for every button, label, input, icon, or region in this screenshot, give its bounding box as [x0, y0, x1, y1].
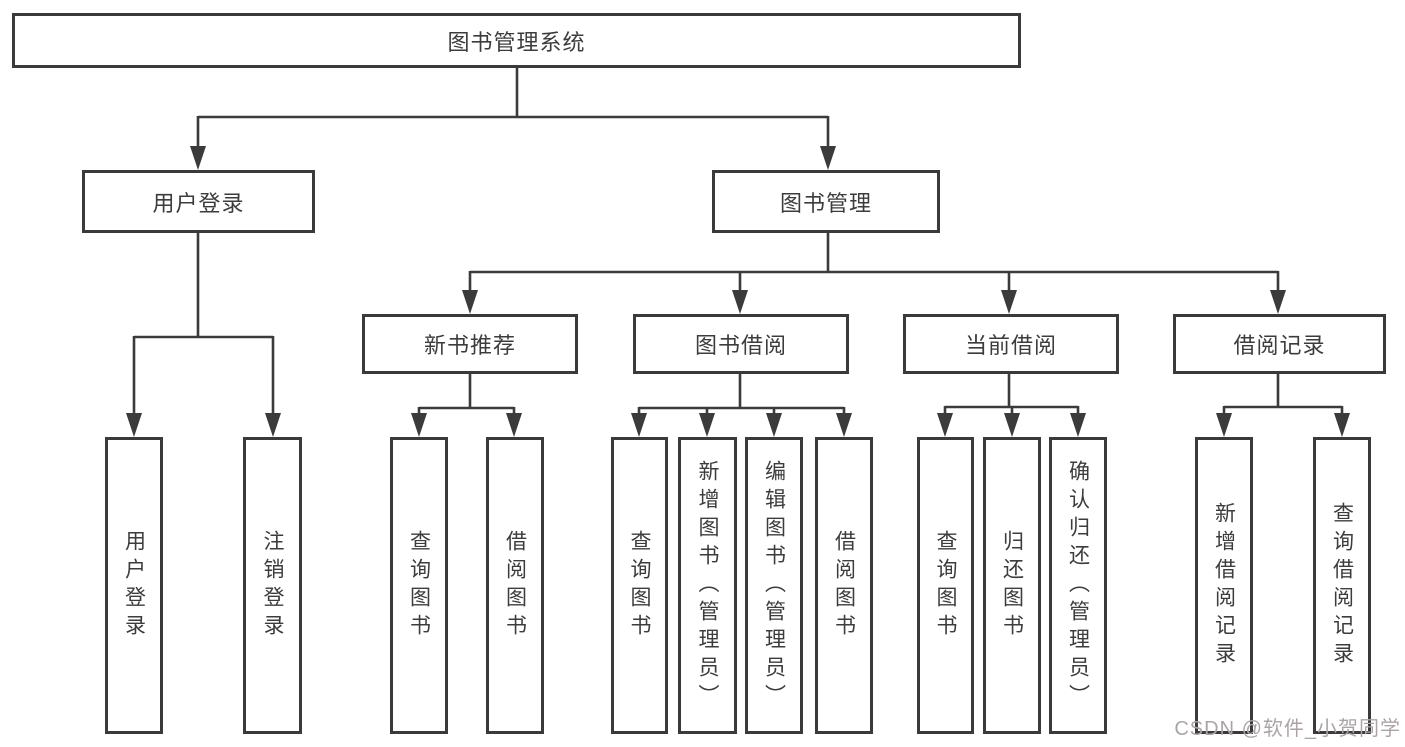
leaf-current-query-books-label: 查询图书 — [934, 529, 957, 642]
node-borrow-records: 借阅记录 — [1173, 314, 1386, 374]
node-current-borrow: 当前借阅 — [903, 314, 1119, 374]
leaf-borrow-query-books: 查询图书 — [611, 437, 668, 734]
leaf-add-books-admin: 新增图书（管理员） — [678, 437, 737, 734]
leaf-logout-label: 注销登录 — [261, 529, 284, 642]
leaf-borrow-books: 借阅图书 — [815, 437, 873, 734]
node-book-management: 图书管理 — [712, 170, 940, 233]
node-new-book-recommend-label: 新书推荐 — [423, 333, 516, 358]
node-borrow-records-label: 借阅记录 — [1233, 333, 1326, 358]
watermark: CSDN @软件_小贺同学 — [1174, 718, 1401, 740]
leaf-user-login: 用户登录 — [105, 437, 163, 734]
node-root-label: 图书管理系统 — [447, 29, 586, 55]
leaf-return-books: 归还图书 — [983, 437, 1041, 734]
node-root: 图书管理系统 — [12, 13, 1021, 68]
leaf-borrow-query-books-label: 查询图书 — [628, 529, 651, 642]
node-book-borrow: 图书借阅 — [633, 314, 849, 374]
node-user-login: 用户登录 — [82, 170, 315, 233]
leaf-query-borrow-record: 查询借阅记录 — [1313, 437, 1371, 734]
node-book-management-label: 图书管理 — [779, 190, 872, 216]
leaf-recommend-borrow-books-label: 借阅图书 — [503, 529, 527, 642]
leaf-current-query-books: 查询图书 — [917, 437, 974, 734]
leaf-confirm-return-admin-label: 确认归还（管理员） — [1066, 459, 1090, 712]
node-book-borrow-label: 图书借阅 — [694, 333, 787, 358]
leaf-recommend-query-books-label: 查询图书 — [407, 529, 431, 642]
node-user-login-label: 用户登录 — [152, 190, 245, 216]
leaf-logout: 注销登录 — [243, 437, 302, 734]
leaf-user-login-label: 用户登录 — [122, 529, 146, 642]
leaf-add-borrow-record-label: 新增借阅记录 — [1212, 501, 1236, 670]
leaf-add-books-admin-label: 新增图书（管理员） — [696, 459, 719, 712]
leaf-borrow-books-label: 借阅图书 — [832, 529, 856, 642]
node-current-borrow-label: 当前借阅 — [964, 333, 1057, 358]
node-new-book-recommend: 新书推荐 — [362, 314, 578, 374]
leaf-query-borrow-record-label: 查询借阅记录 — [1330, 501, 1354, 670]
leaf-edit-books-admin-label: 编辑图书（管理员） — [762, 459, 786, 712]
leaf-return-books-label: 归还图书 — [1000, 529, 1024, 642]
leaf-confirm-return-admin: 确认归还（管理员） — [1049, 437, 1107, 734]
leaf-recommend-borrow-books: 借阅图书 — [486, 437, 544, 734]
leaf-add-borrow-record: 新增借阅记录 — [1195, 437, 1253, 734]
leaf-recommend-query-books: 查询图书 — [390, 437, 448, 734]
leaf-edit-books-admin: 编辑图书（管理员） — [745, 437, 803, 734]
